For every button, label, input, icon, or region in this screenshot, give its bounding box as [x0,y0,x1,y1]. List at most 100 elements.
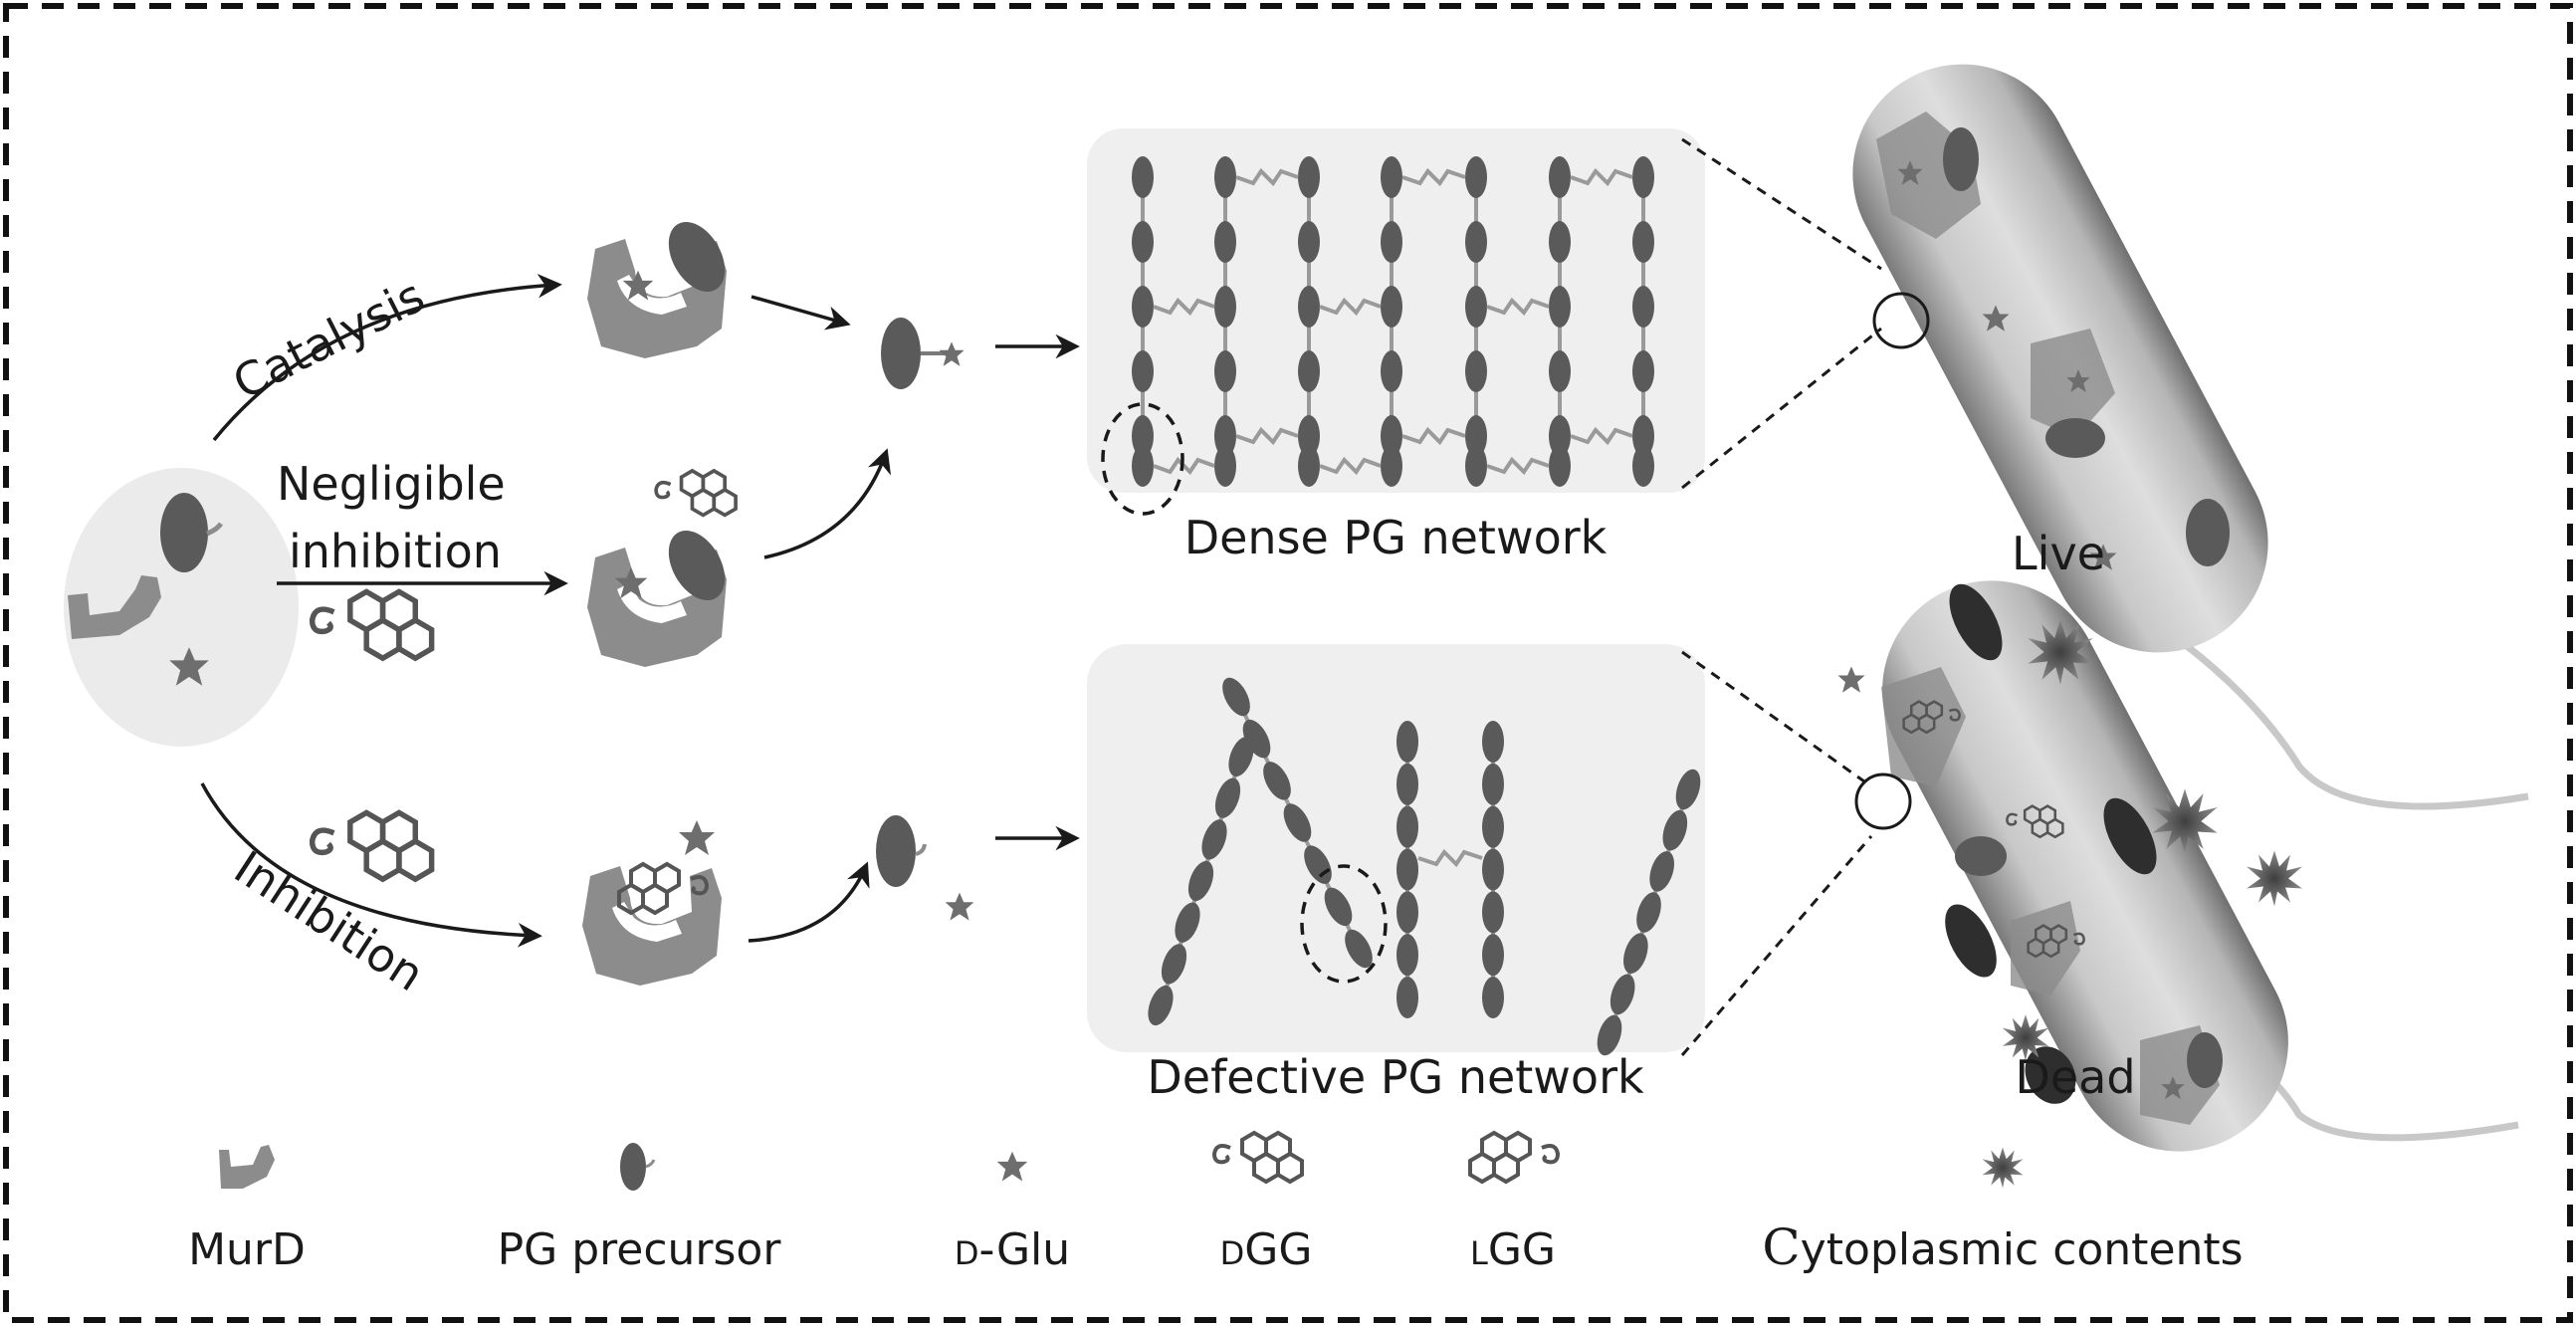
pg-bead [1632,415,1654,457]
murd-icon [219,1145,275,1189]
catalysis-release-arrow [751,295,851,331]
pg-bead [1242,719,1271,759]
dense-pg-network-panel [1087,128,1705,516]
pool-pg-precursor-icon [160,493,224,572]
legend-item-lgg: LGG [1468,1131,1560,1275]
pg-crosslink [1486,297,1550,317]
pg-bead [1201,819,1227,860]
pg-bead [1132,221,1154,263]
defective-network-label: Defective PG network [1147,1050,1644,1104]
pg-bead [1214,777,1241,818]
pg-bead [1632,445,1654,487]
cytoplasmic-burst-icon [1982,1147,2024,1189]
catalysis-label: Catalysis [224,269,432,410]
legend-item-d-glu: D-Glu [955,1151,1070,1275]
ligated-product-icon [881,318,965,389]
live-bacterium [1852,64,2529,810]
pg-bead [1482,891,1504,934]
pg-bead [1465,415,1487,457]
pg-bead [1175,902,1200,943]
pg-bead [1381,156,1402,198]
d-glu-star-icon [996,1151,1028,1182]
legend-label-pg-precursor: PG precursor [498,1224,782,1275]
pg-bead [1283,803,1312,842]
pg-bead [1465,286,1487,328]
pg-bead [1465,156,1487,198]
pg-bead [1549,221,1571,263]
pg-bead [1396,763,1418,805]
pg-bead [1482,977,1504,1018]
pg-bead [1632,350,1654,392]
pg-bead [1662,809,1688,851]
pg-bead [1482,763,1504,805]
pool-murd-icon [68,575,161,639]
legend-label-dgg: DGG [1220,1224,1313,1275]
inhibition-arrow [200,782,542,948]
pg-bead [1465,350,1487,392]
pg-bead [1161,944,1187,985]
pg-bead [1396,848,1418,891]
catalysis-arrow [212,273,562,442]
pg-bead [1482,848,1504,891]
pg-bead [1632,156,1654,198]
lgg-icon [1468,1131,1560,1184]
pg-bead [1636,892,1661,933]
pg-bead [1214,415,1236,457]
pg-bead [1396,977,1418,1018]
pg-crosslink [1486,456,1550,476]
legend-item-murd: MurD [188,1145,306,1275]
dense-zoom-circle [1101,402,1184,516]
pg-precursor-icon [620,1143,656,1191]
dead-bacterium [1837,580,2519,1152]
legend-label-murd: MurD [188,1224,306,1275]
pg-crosslink [1570,167,1633,187]
pg-bead [1132,156,1154,198]
live-cell-contents [1876,111,2230,570]
pg-bead [1597,1014,1622,1056]
legend-label-lgg: LGG [1470,1224,1556,1275]
pg-bead [1345,929,1373,969]
pg-crosslink [1235,426,1299,446]
pg-bead [1549,350,1571,392]
pg-bead [1649,851,1674,892]
pg-bead [1228,736,1254,777]
dead-cell-contents [1837,666,2223,1125]
pg-bead [1214,350,1236,392]
pg-crosslink [1235,167,1299,187]
pg-bead [1482,721,1504,763]
dead-wall-highlight [1854,773,1912,830]
pg-bead [1132,445,1154,487]
pg-bead [1465,445,1487,487]
pg-bead [1381,445,1402,487]
murd-inhibited-complex [582,820,722,986]
negligible-label-line2: inhibition [289,525,502,578]
legend-item-cytoplasmic-contents: Cytoplasmic contents [1762,1147,2244,1276]
pg-bead [1396,934,1418,977]
legend-label-d-glu: D-Glu [955,1224,1070,1275]
inhibited-release-arrow [748,861,870,943]
pg-crosslink [1417,848,1483,868]
inhibition-label: Inhibition [225,840,434,1001]
dgg-icon [1212,1131,1304,1184]
pg-bead [1187,860,1214,902]
inhibitor-dgg-icon [313,812,432,879]
murd-negligible-complex [587,469,738,667]
pg-bead [1214,286,1236,328]
pg-bead [1132,415,1154,457]
pg-crosslink [1570,426,1633,446]
negligible-release-arrow [763,448,892,559]
pg-bead [1324,887,1353,927]
pg-bead [1381,286,1402,328]
pg-bead [1623,933,1648,974]
dead-cell-body [1882,580,2288,1152]
zoom-connectors [1680,137,1882,1056]
pg-bead [1132,286,1154,328]
legend-label-cytoplasmic-contents: Cytoplasmic contents [1762,1218,2243,1276]
defective-pg-network-panel [1087,644,1705,1056]
pg-bead [1298,221,1320,263]
pg-bead [1381,415,1402,457]
pg-bead [1214,221,1236,263]
pg-bead [1675,769,1701,810]
pg-crosslink [1153,297,1215,317]
dense-network-label: Dense PG network [1184,511,1608,564]
